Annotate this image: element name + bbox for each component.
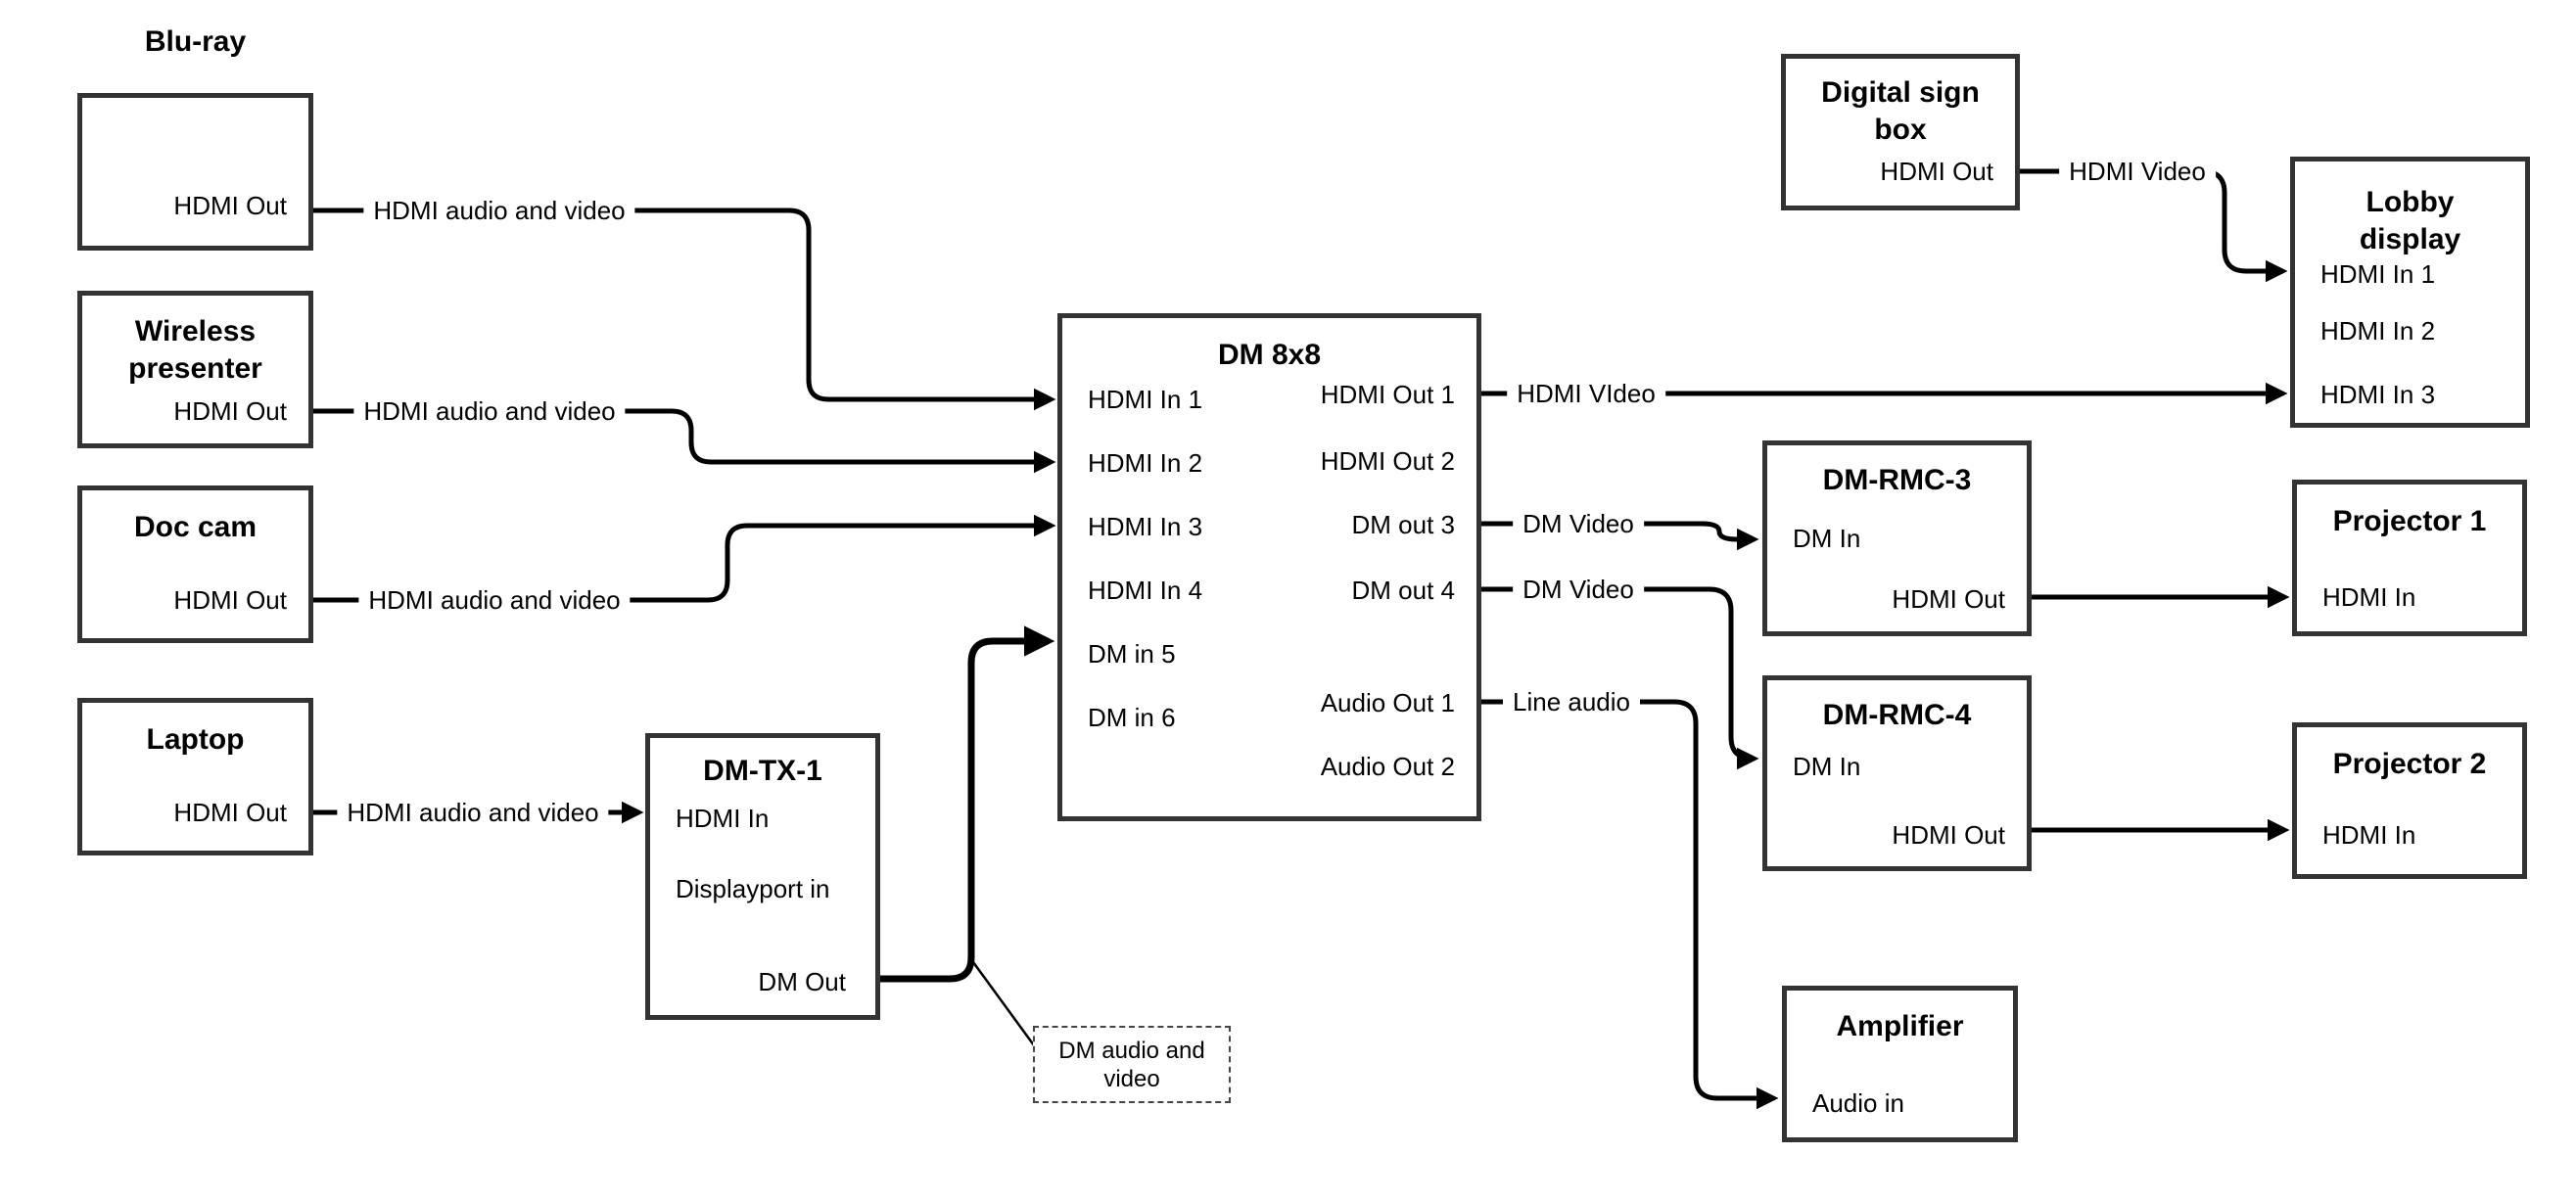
port-dm8x8-hdmi-in-3: HDMI In 3: [1088, 512, 1203, 541]
wire-dm8x8-out4-to-rmc4: [1481, 586, 1759, 770]
node-laptop-title: Laptop: [146, 723, 245, 756]
port-dm8x8-audio-out-1: Audio Out 1: [1320, 688, 1455, 717]
port-dmtx1-displayport-in: Displayport in: [676, 874, 830, 903]
wire-label-dm-video-out3: DM Video: [1513, 508, 1644, 539]
wire-label-line-audio: Line audio: [1503, 686, 1640, 717]
node-dm-rmc-4: DM-RMC-4 DM In HDMI Out: [1762, 675, 2032, 871]
node-amp-title: Amplifier: [1836, 1010, 1964, 1042]
port-laptop-hdmi-out: HDMI Out: [173, 798, 287, 827]
node-projector-1: Projector 1 HDMI In: [2292, 480, 2527, 636]
node-doc-cam: Doc cam HDMI Out: [77, 485, 313, 643]
wire-label-dm-video-out4: DM Video: [1513, 574, 1644, 605]
node-projector-2: Projector 2 HDMI In: [2292, 722, 2527, 879]
port-lobby-hdmi-in-2: HDMI In 2: [2320, 316, 2436, 346]
node-dm-tx-1: DM-TX-1 HDMI In Displayport in DM Out: [645, 733, 880, 1020]
port-dmtx1-hdmi-in: HDMI In: [676, 804, 770, 833]
node-rmc4-title: DM-RMC-4: [1822, 699, 1972, 731]
wire-label-wireless: HDMI audio and video: [353, 395, 626, 427]
node-amplifier: Amplifier Audio in: [1782, 986, 2018, 1142]
port-bluray-hdmi-out: HDMI Out: [173, 191, 287, 220]
node-dm-rmc-3: DM-RMC-3 DM In HDMI Out: [1762, 440, 2032, 636]
node-dm8x8-title: DM 8x8: [1217, 339, 1322, 371]
wire-label-hdmi-video-sign: HDMI Video: [2059, 156, 2216, 187]
wire-label-hdmi-video-out1: HDMI VIdeo: [1507, 378, 1665, 409]
port-dm8x8-dm-out-3: DM out 3: [1351, 510, 1456, 539]
port-dm8x8-hdmi-in-2: HDMI In 2: [1088, 448, 1203, 478]
wire-dmtx1-to-dm8x8-in5: [880, 625, 1055, 983]
port-dm8x8-hdmi-in-1: HDMI In 1: [1088, 385, 1203, 414]
node-lobby-display: Lobby display HDMI In 1 HDMI In 2 HDMI I…: [2290, 157, 2530, 428]
wire-doccam-to-dm8x8-in3: [313, 514, 1056, 603]
port-dm8x8-dm-in-5: DM in 5: [1088, 639, 1176, 669]
node-bluray-title: Blu-ray: [144, 25, 247, 58]
node-wireless-title: Wireless presenter: [128, 315, 262, 385]
callout-leader-line: [971, 961, 1036, 1046]
node-lobby-title: Lobby display: [2359, 186, 2461, 255]
node-wireless-presenter: Wireless presenter HDMI Out: [77, 291, 313, 448]
port-rmc4-hdmi-out: HDMI Out: [1892, 820, 2005, 850]
port-proj1-hdmi-in: HDMI In: [2322, 582, 2416, 612]
port-dm8x8-hdmi-in-4: HDMI In 4: [1088, 576, 1203, 605]
port-dm8x8-dm-in-6: DM in 6: [1088, 703, 1176, 732]
node-dmtx1-title: DM-TX-1: [703, 755, 822, 787]
port-dm8x8-audio-out-2: Audio Out 2: [1320, 752, 1455, 781]
port-doccam-hdmi-out: HDMI Out: [173, 585, 287, 615]
node-proj2-title: Projector 2: [2332, 748, 2487, 780]
node-rmc3-title: DM-RMC-3: [1822, 464, 1972, 496]
port-dm8x8-hdmi-out-2: HDMI Out 2: [1320, 446, 1455, 476]
wire-label-bluray: HDMI audio and video: [363, 195, 635, 226]
port-lobby-hdmi-in-3: HDMI In 3: [2320, 380, 2436, 409]
wire-bluray-to-dm8x8-in1: [313, 208, 1056, 411]
port-dmtx1-dm-out: DM Out: [758, 967, 846, 996]
node-doccam-title: Doc cam: [133, 511, 258, 543]
port-rmc4-dm-in: DM In: [1793, 752, 1861, 781]
wire-label-doccam: HDMI audio and video: [358, 584, 631, 616]
callout-dm-audio-video: DM audio and video: [1033, 1026, 1231, 1103]
port-sign-hdmi-out: HDMI Out: [1880, 157, 1993, 186]
port-rmc3-dm-in: DM In: [1793, 524, 1861, 553]
wire-wireless-to-dm8x8-in2: [313, 408, 1056, 474]
node-sign-title: Digital sign box: [1821, 76, 1980, 146]
node-digital-sign-box: Digital sign box HDMI Out: [1781, 54, 2020, 210]
port-amp-audio-in: Audio in: [1812, 1088, 1904, 1118]
wire-dm8x8-out3-to-rmc3: [1481, 521, 1759, 551]
node-bluray: Blu-ray HDMI Out: [77, 25, 313, 251]
port-lobby-hdmi-in-1: HDMI In 1: [2320, 259, 2436, 289]
port-wireless-hdmi-out: HDMI Out: [173, 396, 287, 426]
port-dm8x8-dm-out-4: DM out 4: [1351, 576, 1456, 605]
port-dm8x8-hdmi-out-1: HDMI Out 1: [1320, 380, 1455, 409]
callout-text: DM audio and video: [1058, 1037, 1205, 1092]
node-proj1-title: Projector 1: [2332, 505, 2487, 537]
port-proj2-hdmi-in: HDMI In: [2322, 820, 2416, 850]
wire-label-laptop: HDMI audio and video: [337, 797, 609, 828]
wire-dm8x8-audio1-to-amplifier: [1481, 699, 1779, 1110]
node-dm-8x8: DM 8x8 HDMI In 1 HDMI In 2 HDMI In 3 HDM…: [1057, 313, 1481, 821]
port-rmc3-hdmi-out: HDMI Out: [1892, 584, 2005, 614]
node-laptop: Laptop HDMI Out: [77, 698, 313, 855]
